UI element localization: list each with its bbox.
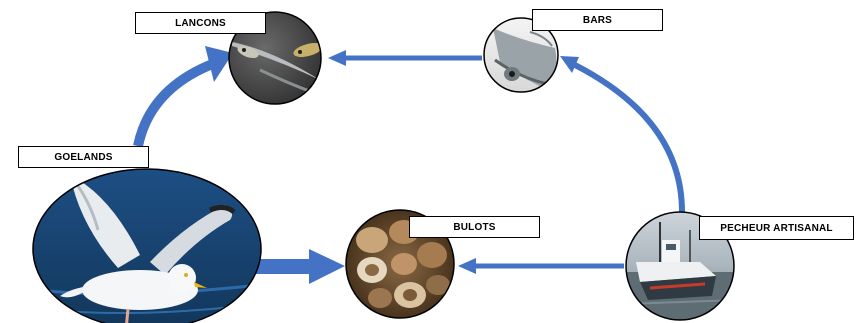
- arrow-bars-to-lancons: [328, 50, 482, 66]
- arrow-pecheur-to-bulots: [458, 258, 624, 274]
- node-label-goelands: GOELANDS: [18, 146, 149, 168]
- arrow-goelands-to-bulots: [256, 249, 345, 284]
- seagull-photo: [30, 165, 270, 323]
- node-label-pecheur-artisanal: PECHEUR ARTISANAL: [699, 216, 854, 240]
- node-label-bulots: BULOTS: [409, 216, 540, 238]
- arrow-goelands-to-lancons: [138, 46, 233, 146]
- node-label-lancons: LANCONS: [135, 12, 266, 34]
- node-label-bars: BARS: [532, 9, 663, 31]
